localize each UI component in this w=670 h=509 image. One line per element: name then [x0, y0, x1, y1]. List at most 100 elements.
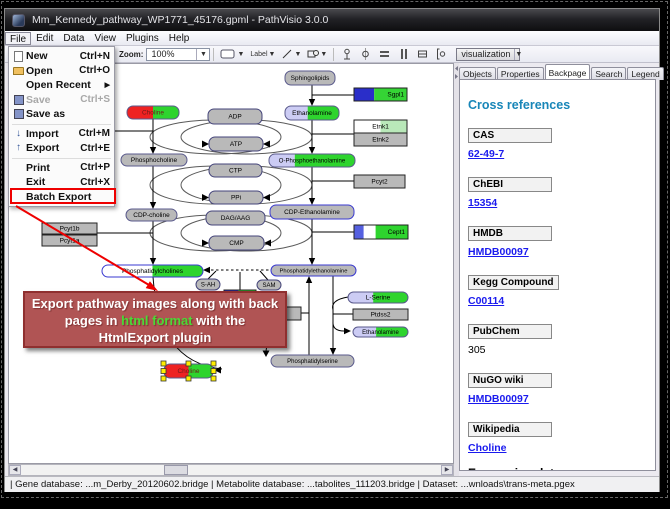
- xref-source-name: Wikipedia: [468, 422, 552, 437]
- svg-text:Etnk1: Etnk1: [372, 124, 389, 131]
- xref-link[interactable]: 62-49-7: [468, 148, 505, 160]
- node-ethanolamine[interactable]: Ethanolamine: [284, 105, 340, 121]
- svg-text:Cept1: Cept1: [388, 229, 406, 236]
- tab-backpage[interactable]: Backpage: [544, 64, 591, 80]
- distribute-horizontal-icon[interactable]: [377, 47, 392, 61]
- menu-help[interactable]: Help: [168, 32, 190, 44]
- node-adp[interactable]: ADP: [207, 108, 263, 125]
- node-cdp-ethanolamine[interactable]: CDP-Ethanolamine: [269, 204, 355, 220]
- menu-separator: [12, 123, 111, 125]
- node-phosphatidylserine[interactable]: Phosphatidylserine: [270, 354, 355, 368]
- file-menu-item-save-as[interactable]: Save as: [9, 107, 114, 122]
- xref-link[interactable]: 15354: [468, 197, 498, 209]
- splitter[interactable]: [454, 63, 459, 476]
- node-choline[interactable]: Choline: [126, 105, 180, 120]
- xref-link[interactable]: Choline: [468, 442, 507, 454]
- tab-objects[interactable]: Objects: [459, 67, 496, 80]
- file-menu-item-batch-export[interactable]: Batch Export: [9, 190, 114, 205]
- selection-handle[interactable]: [210, 360, 217, 367]
- tab-properties[interactable]: Properties: [496, 67, 544, 80]
- line-tool-button[interactable]: ▼: [279, 47, 303, 61]
- stack-icon[interactable]: [415, 47, 430, 61]
- menu-item-accel: Ctrl+M: [78, 128, 110, 140]
- selection-handle[interactable]: [185, 375, 192, 382]
- selection-handle[interactable]: [160, 360, 167, 367]
- svg-text:Ethanolamine: Ethanolamine: [362, 330, 399, 336]
- node-cdp-choline[interactable]: CDP-choline: [125, 208, 178, 222]
- node-ethanolamine[interactable]: Ethanolamine: [352, 326, 409, 338]
- chevron-down-icon[interactable]: ▼: [514, 48, 523, 60]
- node-atp[interactable]: ATP: [208, 136, 264, 152]
- menu-data[interactable]: Data: [63, 32, 85, 44]
- node-ptdss2[interactable]: Ptdss2: [352, 308, 409, 321]
- open-folder-icon: [11, 65, 26, 77]
- node-sphingolipids[interactable]: Sphingolipids: [284, 70, 336, 86]
- node-choline[interactable]: Choline: [160, 360, 217, 382]
- node-cept1[interactable]: Cept1: [353, 224, 409, 240]
- shape-tool-button[interactable]: ▼: [305, 47, 329, 61]
- node-etnk1[interactable]: Etnk1: [353, 119, 408, 134]
- xref-source-name: PubChem: [468, 324, 552, 339]
- xref-link[interactable]: C00114: [468, 295, 505, 307]
- node-pcyt1a[interactable]: Pcyt1a: [41, 234, 98, 247]
- xref-source-name: CAS: [468, 128, 552, 143]
- tab-legend[interactable]: Legend: [627, 67, 664, 80]
- svg-text:Pcyt1b: Pcyt1b: [60, 226, 80, 233]
- node-s-ah[interactable]: S-AH: [195, 278, 221, 291]
- node-l-serine[interactable]: L-Serine: [347, 291, 409, 304]
- scroll-left-icon[interactable]: ◀: [9, 465, 21, 475]
- menu-edit[interactable]: Edit: [36, 32, 54, 44]
- menu-file[interactable]: File: [5, 31, 32, 45]
- node-etnk2[interactable]: Etnk2: [353, 132, 408, 147]
- selection-handle[interactable]: [160, 375, 167, 382]
- menu-item-label: Print: [26, 161, 50, 174]
- zoom-combobox[interactable]: 100% ▼: [146, 47, 211, 61]
- node-dag-aag[interactable]: DAG/AAG: [205, 210, 266, 226]
- selection-handle[interactable]: [210, 375, 217, 382]
- node-ctp[interactable]: CTP: [208, 163, 263, 178]
- menu-view[interactable]: View: [94, 32, 116, 44]
- align-horizontal-icon[interactable]: [358, 47, 373, 61]
- node-sgpl1[interactable]: Sgpl1: [353, 87, 408, 102]
- group-icon[interactable]: [434, 47, 449, 61]
- callout-line3: HtmlExport plugin: [98, 330, 212, 345]
- svg-text:CTP: CTP: [229, 168, 242, 175]
- visualization-combobox[interactable]: visualization ▼: [456, 47, 523, 61]
- node-phosphatidylcholines[interactable]: Phosphatidylcholines: [101, 264, 204, 278]
- node-pcyt1b[interactable]: Pcyt1b: [41, 222, 98, 235]
- xref-link[interactable]: HMDB00097: [468, 393, 529, 405]
- node-cmp[interactable]: CMP: [208, 235, 265, 251]
- selection-handle[interactable]: [210, 368, 217, 374]
- node-ppi[interactable]: PPi: [208, 190, 264, 205]
- svg-text:Choline: Choline: [177, 368, 199, 375]
- canvas-horizontal-scrollbar[interactable]: ◀ ▶: [8, 464, 454, 476]
- node-sam[interactable]: SAM: [256, 279, 282, 291]
- chevron-down-icon[interactable]: ▼: [196, 48, 209, 60]
- xref-source-name: ChEBI: [468, 177, 552, 192]
- file-menu-item-open-recent[interactable]: Open Recent▶: [9, 78, 114, 93]
- svg-text:Phosphatidylserine: Phosphatidylserine: [287, 359, 338, 365]
- tab-search[interactable]: Search: [591, 67, 627, 80]
- distribute-vertical-icon[interactable]: [396, 47, 411, 61]
- selection-handle[interactable]: [160, 368, 167, 374]
- xref-link[interactable]: HMDB00097: [468, 246, 529, 258]
- node-phosphatidylethanolamine[interactable]: Phosphatidylethanolamine: [270, 264, 357, 277]
- anchor-tool-icon[interactable]: [340, 47, 354, 61]
- datanode-tool-button[interactable]: ▼: [218, 47, 246, 61]
- scrollbar-thumb[interactable]: [164, 465, 188, 475]
- node-phosphocholine[interactable]: Phosphocholine: [120, 153, 188, 167]
- label-tool-button[interactable]: Label▼: [250, 50, 276, 58]
- node-pcyt2[interactable]: Pcyt2: [353, 174, 406, 189]
- menu-item-label: Open Recent: [26, 79, 91, 92]
- selection-handle[interactable]: [185, 360, 192, 367]
- menu-plugins[interactable]: Plugins: [125, 32, 159, 44]
- node-o-phosphoethanolamine[interactable]: O-Phosphoethanolamine: [268, 153, 356, 168]
- scroll-right-icon[interactable]: ▶: [441, 465, 453, 475]
